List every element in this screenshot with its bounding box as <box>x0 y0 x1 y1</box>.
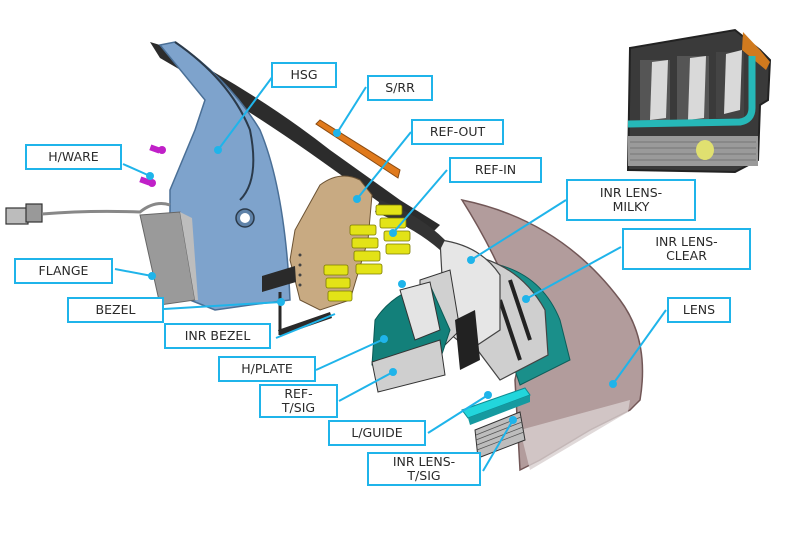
label-flange: FLANGE <box>14 258 113 284</box>
label-inr-lens-milky: INR LENS- MILKY <box>566 179 696 221</box>
label-ref-t-sig: REF- T/SIG <box>259 384 338 418</box>
label-h-plate: H/PLATE <box>218 356 316 382</box>
ref-out-part <box>289 175 373 311</box>
label-lens: LENS <box>667 297 731 323</box>
label-l-guide: L/GUIDE <box>328 420 426 446</box>
label-bezel: BEZEL <box>67 297 164 323</box>
assembled-lamp-thumbnail <box>626 28 772 174</box>
inr-bezel-part <box>262 266 296 292</box>
label-ref-out: REF-OUT <box>411 119 504 145</box>
label-inr-lens-clear: INR LENS- CLEAR <box>622 228 751 270</box>
leader-lines <box>114 75 667 472</box>
label-inr-bezel: INR BEZEL <box>164 323 271 349</box>
leader-dots <box>146 129 617 424</box>
wire-harness <box>5 202 171 225</box>
hardware-screws <box>139 144 166 187</box>
label-hsg: HSG <box>271 62 337 88</box>
label-h-ware: H/WARE <box>25 144 122 170</box>
label-inr-lens-t-sig: INR LENS- T/SIG <box>367 452 481 486</box>
label-ref-in: REF-IN <box>449 157 542 183</box>
label-srr: S/RR <box>367 75 433 101</box>
